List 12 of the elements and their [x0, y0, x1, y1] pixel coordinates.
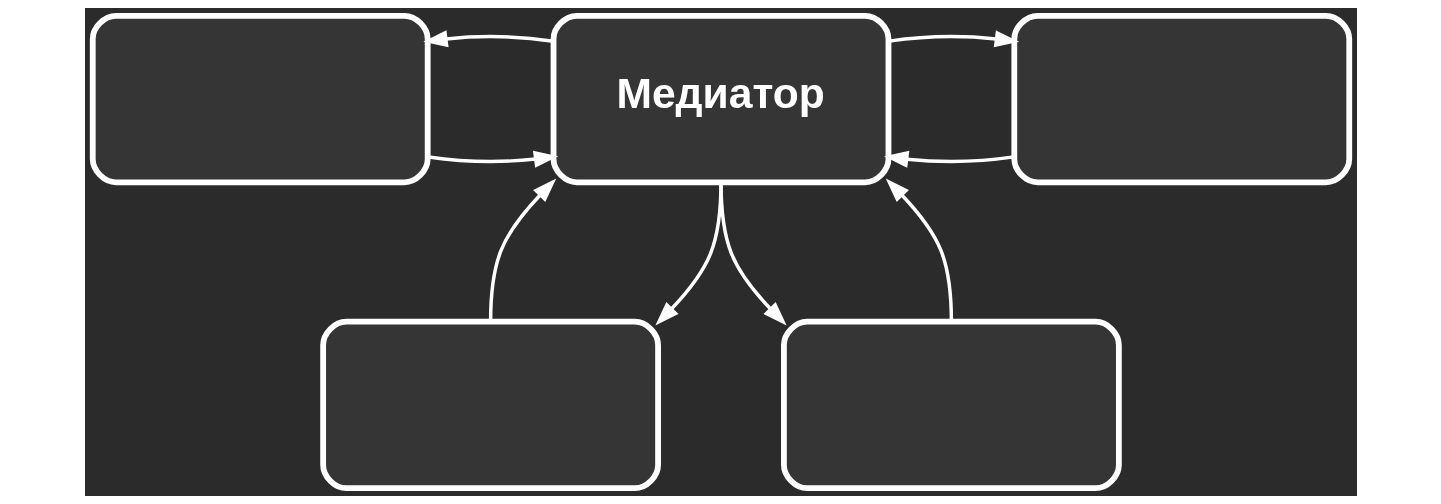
node-box [89, 12, 431, 186]
node-box [319, 318, 661, 492]
arrow [883, 150, 1014, 168]
arrow [885, 178, 953, 322]
arrow [718, 182, 787, 326]
node-box [780, 318, 1122, 492]
arrow [422, 30, 553, 48]
arrow [488, 178, 556, 322]
arrow [888, 30, 1019, 48]
arrow [427, 150, 558, 168]
node-box [1010, 12, 1352, 186]
node-box: Медиатор [550, 12, 891, 186]
